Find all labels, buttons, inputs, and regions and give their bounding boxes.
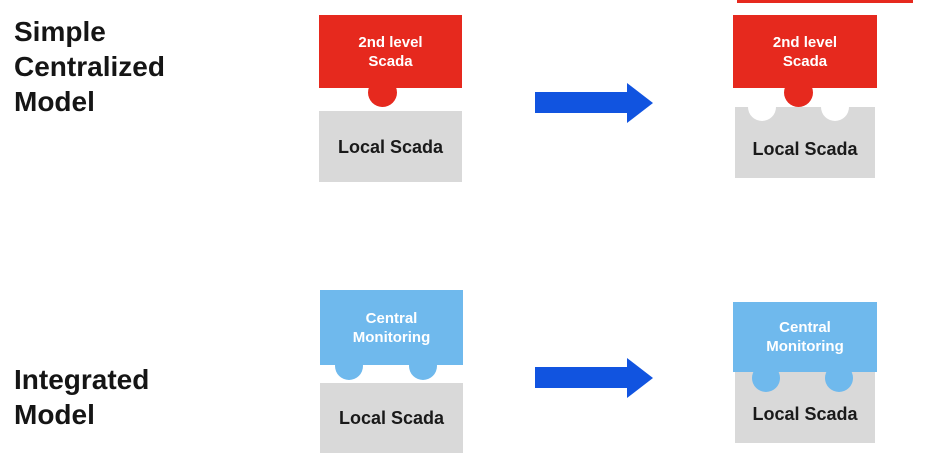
- title-line: Integrated: [14, 364, 150, 395]
- local-scada-block: Local Scada: [320, 383, 463, 453]
- block-label: Local Scada: [752, 403, 858, 424]
- arrow-head-icon: [627, 358, 653, 398]
- row-title-simple-centralized-model: Simple Centralized Model: [14, 14, 165, 119]
- accent-strip: [737, 0, 913, 3]
- block-label: 2nd level: [358, 33, 423, 51]
- block-label: Monitoring: [766, 338, 844, 355]
- socket-notch: [748, 93, 776, 121]
- title-line: Model: [14, 399, 95, 430]
- arrow-right-icon: [535, 92, 627, 113]
- arrow-right-icon: [535, 367, 627, 388]
- arrow-head-icon: [627, 83, 653, 123]
- local-scada-block: Local Scada: [319, 111, 462, 182]
- block-label: Monitoring: [352, 328, 431, 346]
- second-level-scada-block: 2nd level Scada: [319, 15, 462, 88]
- block-label: Scada: [782, 52, 828, 70]
- title-line: Model: [14, 86, 95, 117]
- block-label: Local Scada: [337, 136, 444, 157]
- row-title-integrated-model: Integrated Model: [14, 362, 149, 432]
- socket-notch: [821, 93, 849, 121]
- block-label: Scada: [368, 52, 413, 70]
- block-label: Central: [779, 319, 831, 336]
- title-line: Centralized: [14, 51, 165, 82]
- block-label: 2nd level: [772, 33, 838, 51]
- block-label: Central: [365, 309, 418, 327]
- central-monitoring-block: Central Monitoring: [733, 302, 877, 372]
- block-label: Local Scada: [752, 138, 858, 159]
- central-monitoring-block: Central Monitoring: [320, 290, 463, 365]
- second-level-scada-block: 2nd level Scada: [733, 15, 877, 88]
- block-label: Local Scada: [338, 408, 445, 428]
- title-line: Simple: [14, 16, 106, 47]
